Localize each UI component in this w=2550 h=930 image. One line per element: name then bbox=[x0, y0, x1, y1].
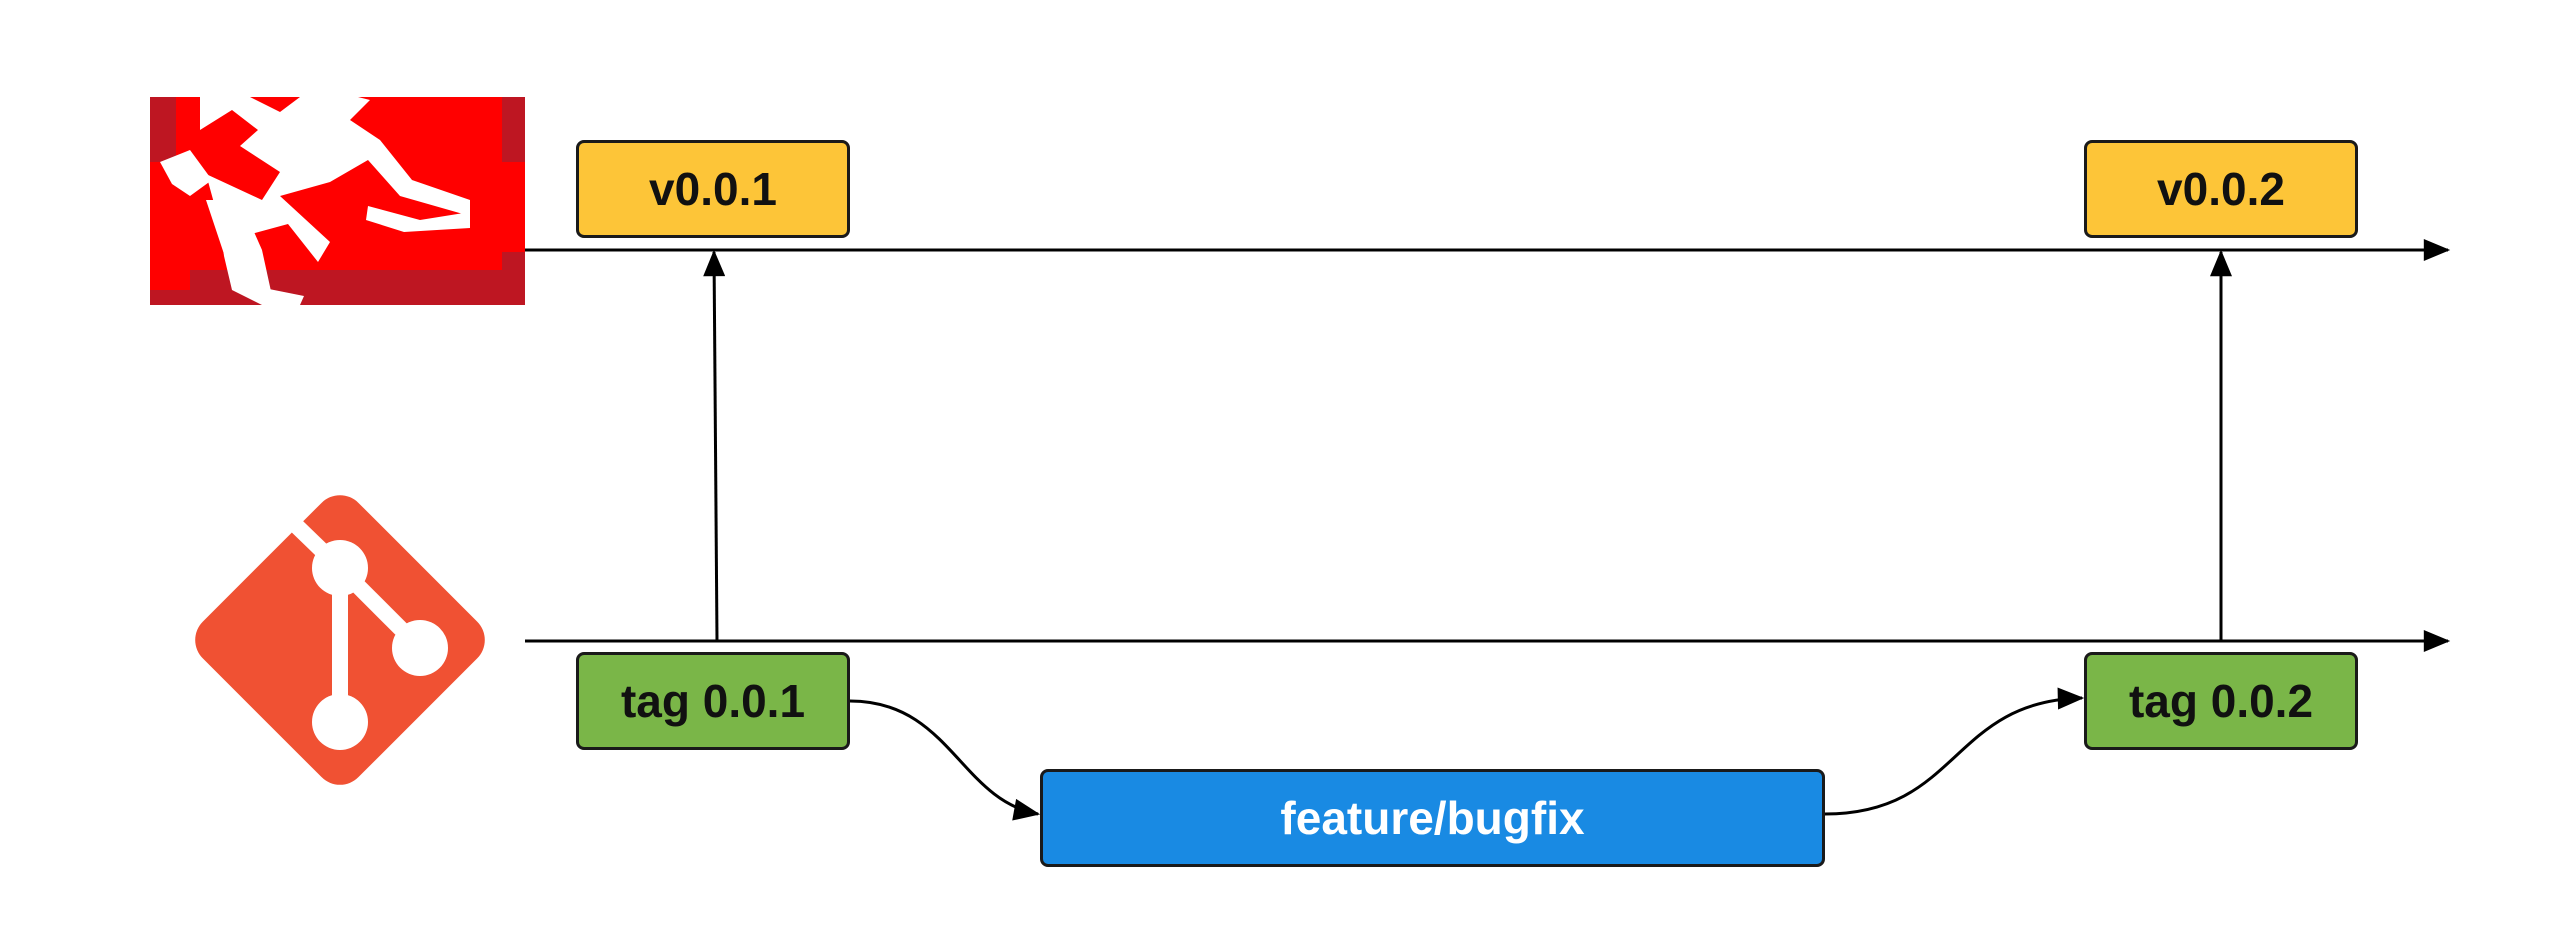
person-falling-icon bbox=[160, 97, 470, 305]
branch-in-connector bbox=[1824, 687, 2085, 816]
tag-002-label: tag 0.0.2 bbox=[2128, 675, 2314, 727]
git-logo bbox=[195, 495, 485, 785]
release-v001-label: v0.0.1 bbox=[649, 163, 777, 215]
release-arrow-1 bbox=[703, 249, 726, 642]
tag-002-box[interactable]: tag 0.0.2 bbox=[2084, 652, 2358, 750]
couch-logo bbox=[150, 97, 525, 305]
release-v001-box[interactable]: v0.0.1 bbox=[576, 140, 850, 238]
tag-001-label: tag 0.0.1 bbox=[620, 675, 806, 727]
tag-001-box[interactable]: tag 0.0.1 bbox=[576, 652, 850, 750]
branch-out-connector bbox=[849, 699, 1041, 821]
git-branch-icon bbox=[272, 502, 448, 750]
release-v002-label: v0.0.2 bbox=[2157, 163, 2285, 215]
feature-branch-box[interactable]: feature/bugfix bbox=[1040, 769, 1825, 867]
release-v002-box[interactable]: v0.0.2 bbox=[2084, 140, 2358, 238]
feature-branch-label: feature/bugfix bbox=[1280, 792, 1585, 844]
